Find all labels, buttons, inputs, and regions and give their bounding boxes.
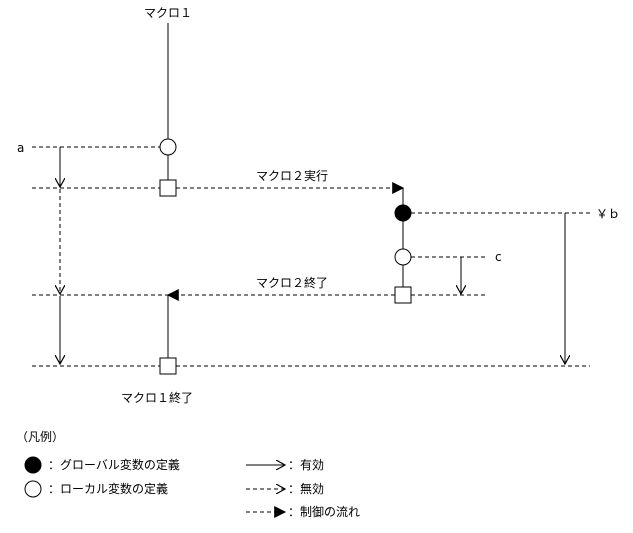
legend-valid-label: ：有効 (288, 457, 324, 472)
legend-invalid-label: ：無効 (288, 481, 324, 496)
legend-heading: （凡例） (16, 430, 64, 444)
legend-local-definition-icon (24, 480, 42, 498)
macro1-title: マクロ１ (144, 6, 192, 20)
legend-global-definition-label: ：グローバル変数の定義 (48, 457, 180, 472)
macro2-end-box (394, 286, 412, 304)
legend-local-definition-label: ：ローカル変数の定義 (48, 481, 168, 496)
macro2-call-box (159, 179, 177, 197)
global-variable-yen-b-definition (394, 204, 412, 222)
legend-control-flow-label: ：制御の流れ (288, 504, 360, 519)
legend-global-definition-icon (24, 456, 42, 474)
local-variable-c-definition (394, 248, 412, 266)
variable-a-label: a (17, 141, 24, 155)
macro2-run-label: マクロ２実行 (256, 168, 328, 183)
variable-yen-b-label: ￥ｂ (596, 207, 620, 221)
local-variable-a-definition (159, 138, 177, 156)
macro2-end-label: マクロ２終了 (256, 275, 328, 290)
variable-c-label: c (495, 250, 502, 264)
macro1-end-label: マクロ１終了 (121, 390, 193, 405)
macro1-end-box (159, 357, 177, 375)
